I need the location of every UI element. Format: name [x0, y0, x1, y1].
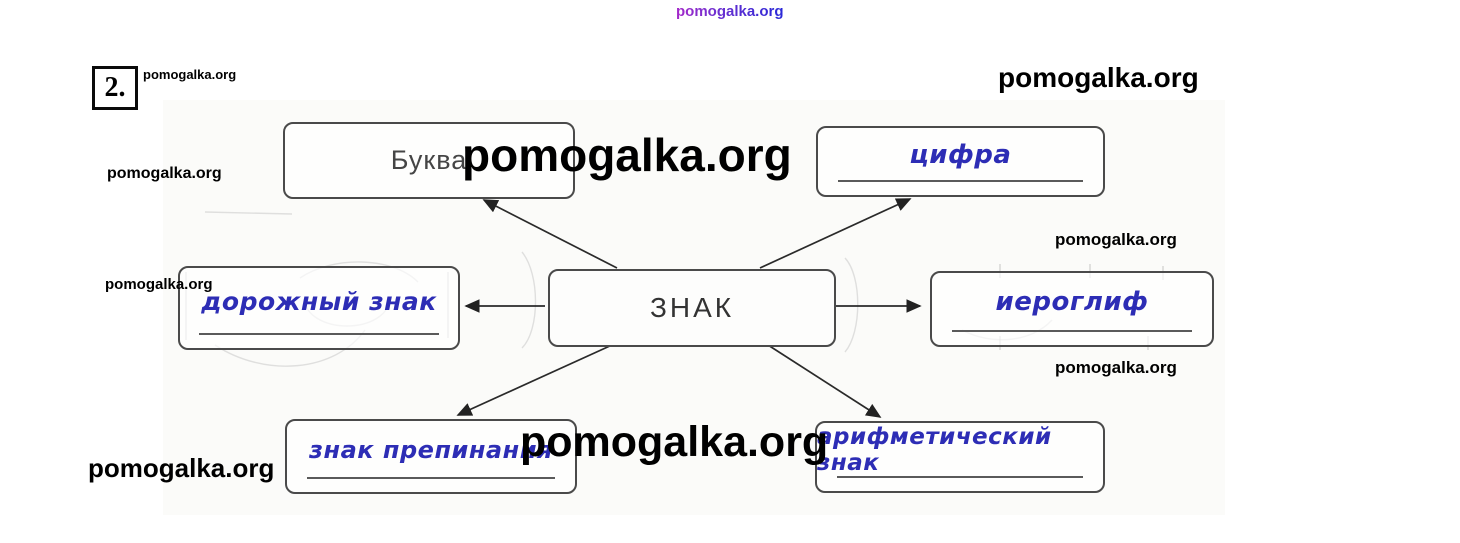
watermark-left-middle: pomogalka.org — [105, 276, 213, 293]
watermark-task-side: pomogalka.org — [143, 67, 237, 82]
node-road-sign: дорожный знак — [178, 266, 460, 350]
watermark-overlay-bottom: pomogalka.org — [520, 418, 829, 466]
node-center: ЗНАК — [548, 269, 836, 347]
node-letter-label: Буква — [390, 145, 468, 175]
task-number-box: 2. — [92, 66, 138, 110]
answer-line — [837, 180, 1084, 182]
watermark-top-right: pomogalka.org — [998, 62, 1199, 93]
node-punctuation-label: знак препинания — [309, 435, 553, 464]
center-label: ЗНАК — [649, 292, 735, 323]
watermark-right-upper: pomogalka.org — [1055, 230, 1177, 249]
watermark-top-center: pomogalka.org — [676, 3, 784, 20]
node-arithmetic-label: арифметический знак — [817, 424, 1052, 476]
answer-line — [951, 330, 1193, 332]
node-hieroglyph-label: иероглиф — [995, 287, 1149, 317]
watermark-right-lower: pomogalka.org — [1055, 358, 1177, 377]
watermark-overlay-top: pomogalka.org — [462, 129, 792, 181]
watermark-left-upper: pomogalka.org — [107, 165, 222, 182]
answer-line — [199, 333, 439, 335]
task-number: 2. — [104, 72, 126, 103]
node-digit-label: цифра — [909, 139, 1012, 170]
watermark-bottom-left: pomogalka.org — [88, 453, 275, 483]
node-digit: цифра — [816, 126, 1105, 197]
node-punctuation: знак препинания — [285, 419, 577, 494]
node-arithmetic: арифметический знак — [815, 421, 1105, 493]
node-hieroglyph: иероглиф — [930, 271, 1214, 347]
answer-line — [837, 476, 1083, 478]
node-road-sign-label: дорожный знак — [201, 286, 437, 316]
answer-line — [307, 477, 555, 479]
node-letter: Буква — [283, 122, 575, 199]
